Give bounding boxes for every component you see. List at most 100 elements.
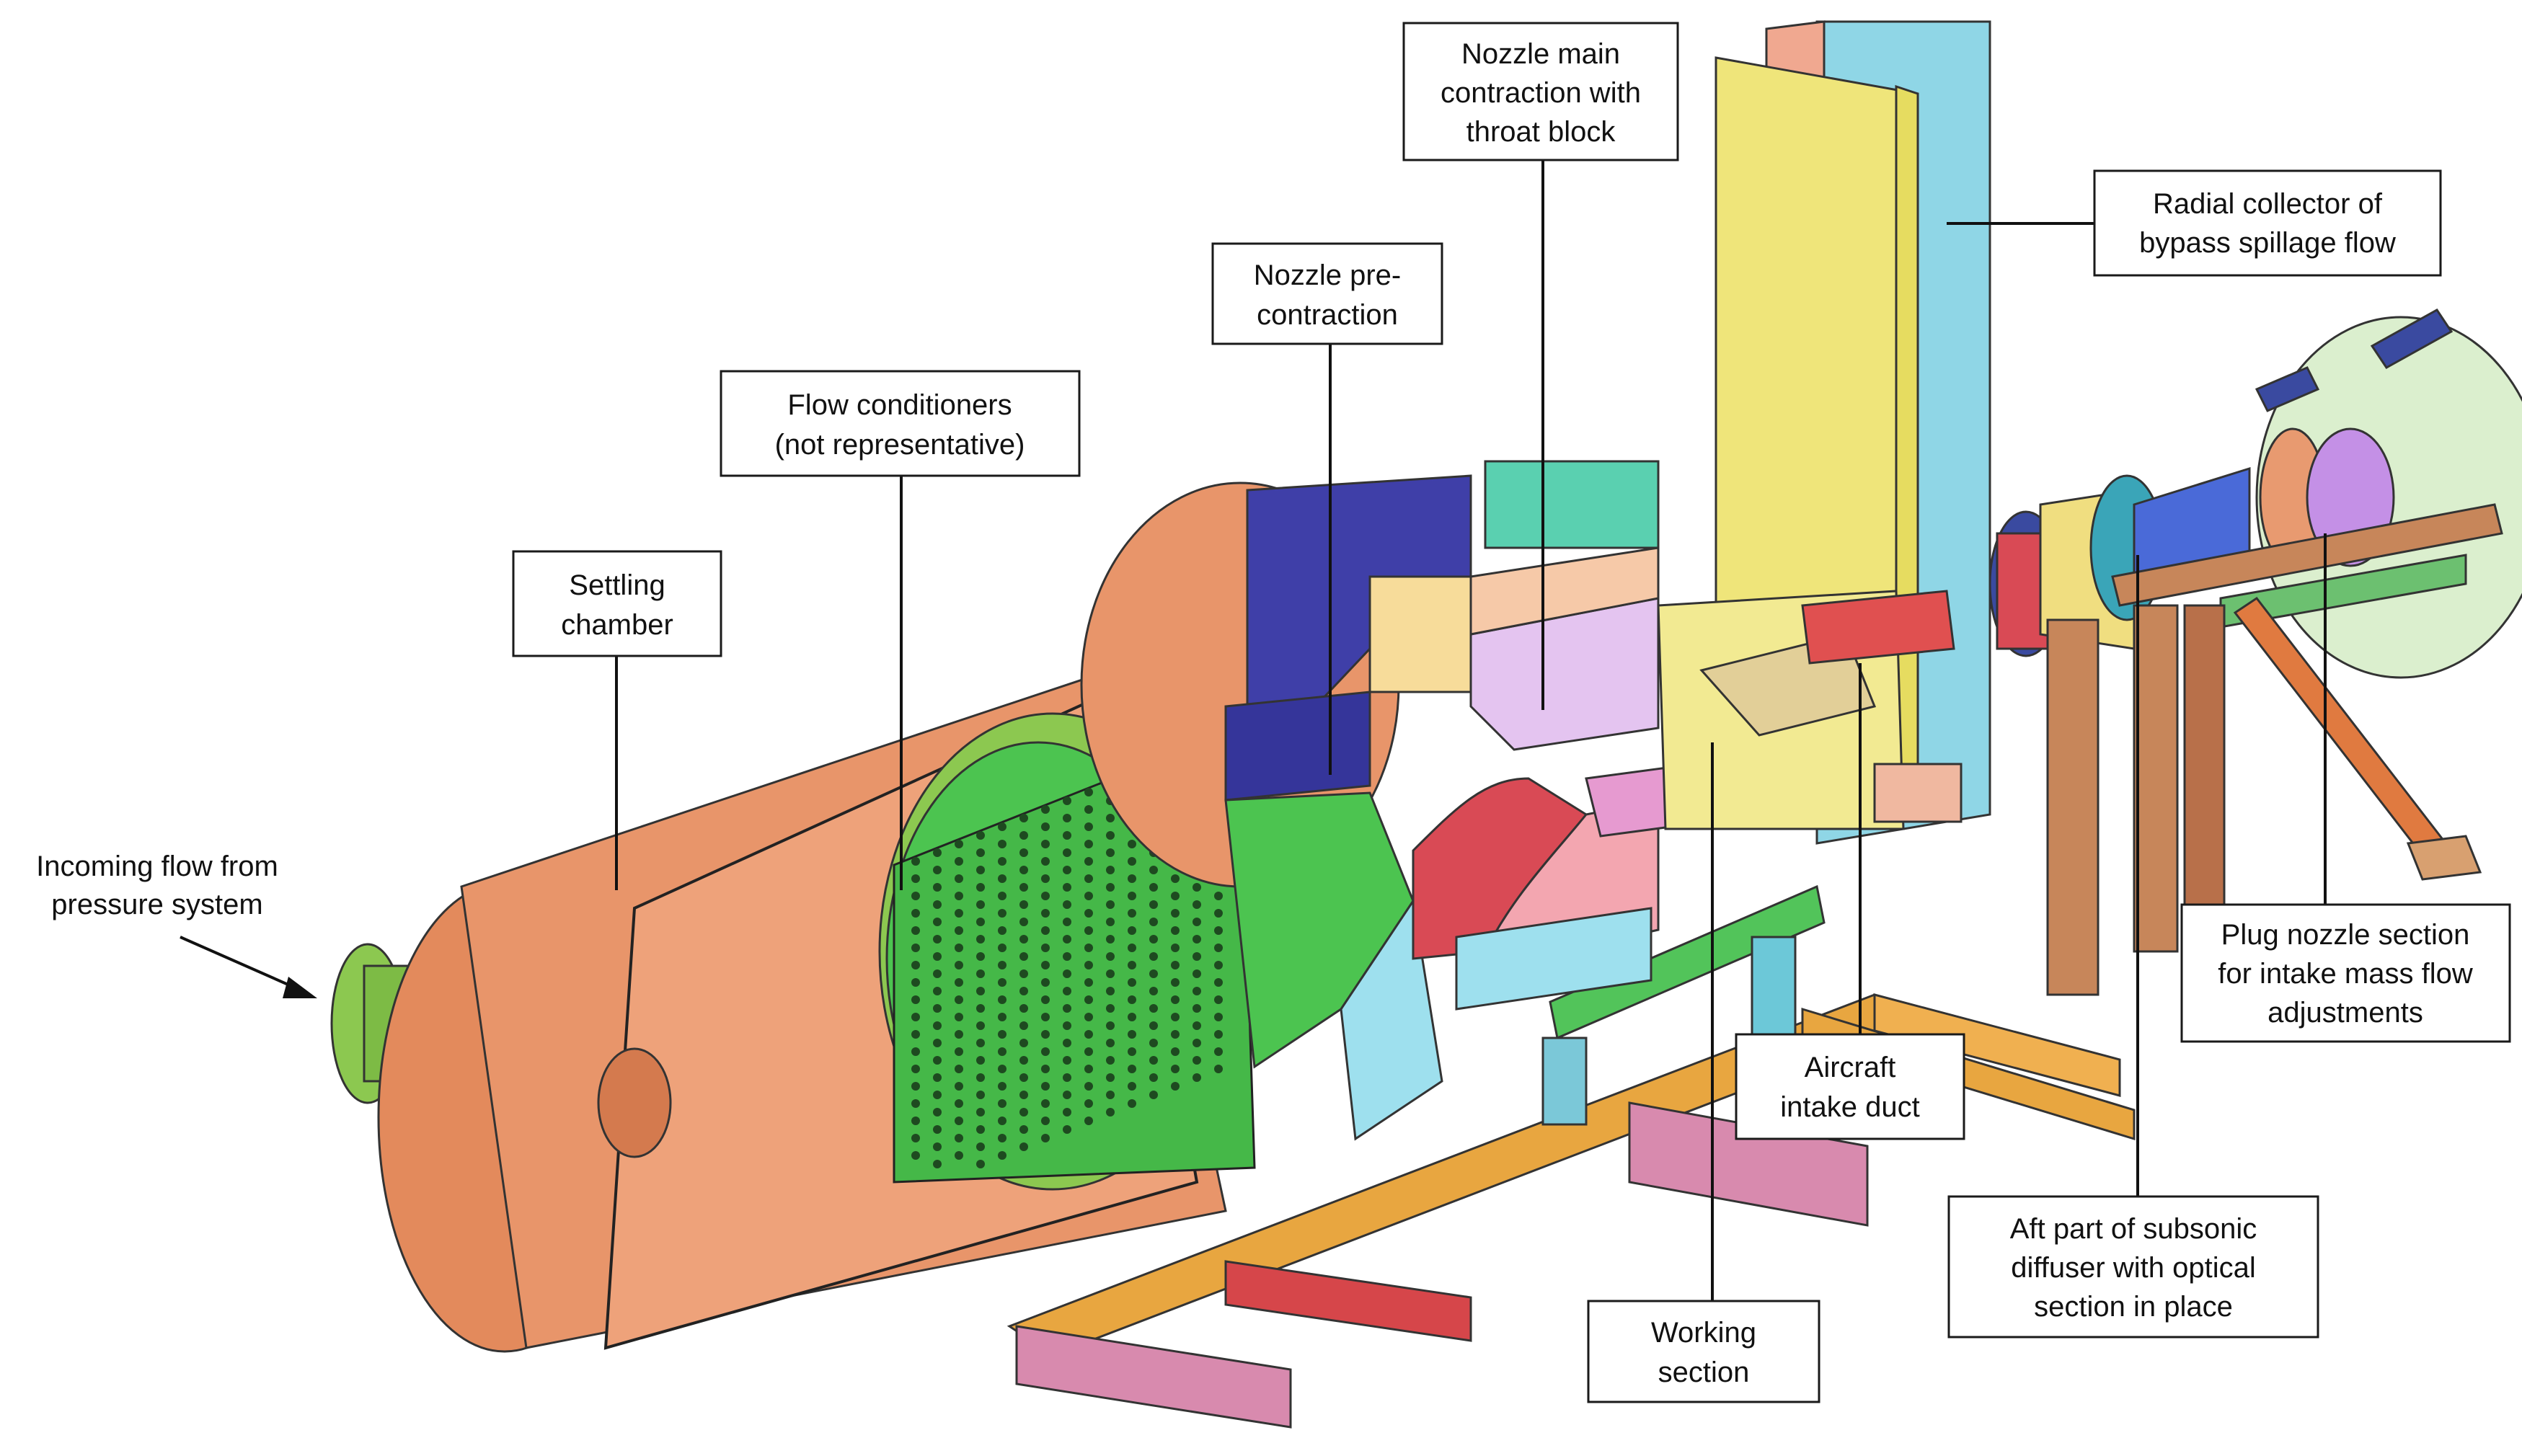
- perforation-hole: [1041, 944, 1050, 952]
- label-aft-diffuser-line-3: section in place: [2034, 1291, 2233, 1323]
- perforation-hole: [1019, 918, 1028, 926]
- frame-green-rail: [1549, 884, 1826, 1040]
- perforation-hole: [1128, 1030, 1136, 1039]
- perforation-hole: [998, 961, 1006, 969]
- perforation-hole: [1193, 883, 1201, 892]
- perforation-hole: [1063, 866, 1071, 874]
- perforation-hole: [1041, 892, 1050, 900]
- perforation-hole: [1063, 1108, 1071, 1117]
- perforation-hole: [998, 1099, 1006, 1108]
- perforation-hole: [1063, 1073, 1071, 1082]
- perforation-hole: [1063, 814, 1071, 822]
- perforation-hole: [1084, 788, 1093, 796]
- perforation-hole: [955, 1047, 963, 1056]
- perforation-hole: [1063, 900, 1071, 909]
- perforation-hole: [955, 909, 963, 918]
- perforation-hole: [998, 857, 1006, 866]
- label-working-section-line-2: section: [1658, 1357, 1750, 1388]
- perforation-hole: [1193, 987, 1201, 995]
- perforation-hole: [933, 1056, 942, 1065]
- perforation-hole: [998, 1030, 1006, 1039]
- perforation-hole: [1171, 892, 1180, 900]
- perforation-hole: [1063, 935, 1071, 944]
- perforation-hole: [955, 1082, 963, 1091]
- perforation-hole: [976, 1142, 985, 1151]
- perforation-hole: [1041, 1099, 1050, 1108]
- perforation-hole: [1128, 840, 1136, 848]
- perforation-hole: [976, 952, 985, 961]
- perforation-hole: [911, 892, 920, 900]
- perforation-hole: [933, 987, 942, 995]
- label-radial-collector-box: [2093, 169, 2442, 277]
- perforation-hole: [1128, 995, 1136, 1004]
- perforation-hole: [933, 1073, 942, 1082]
- perforation-hole: [1149, 900, 1158, 909]
- perforation-hole: [1084, 1082, 1093, 1091]
- perforation-hole: [1084, 840, 1093, 848]
- perforation-hole: [933, 952, 942, 961]
- perforation-hole: [1063, 1091, 1071, 1099]
- perforation-hole: [1214, 995, 1223, 1004]
- perforation-hole: [1063, 796, 1071, 805]
- perforation-hole: [1084, 961, 1093, 969]
- label-aft-diffuser-line-1: Aft part of subsonic: [2010, 1213, 2257, 1245]
- perforation-hole: [1041, 822, 1050, 831]
- perforation-hole: [998, 926, 1006, 935]
- perforation-hole: [998, 1082, 1006, 1091]
- perforation-hole: [1149, 1004, 1158, 1013]
- perforation-hole: [1149, 1073, 1158, 1082]
- frame-cross-pink-1: [1015, 1325, 1292, 1429]
- perforation-hole: [911, 874, 920, 883]
- perforation-hole: [1084, 1099, 1093, 1108]
- perforation-hole: [1214, 978, 1223, 987]
- perforation-hole: [933, 1160, 942, 1168]
- perforation-hole: [955, 1065, 963, 1073]
- perforation-hole: [1214, 944, 1223, 952]
- perforation-hole: [1041, 1030, 1050, 1039]
- perforation-hole: [911, 909, 920, 918]
- perforation-hole: [955, 1151, 963, 1160]
- stand-leg-3: [2183, 604, 2226, 924]
- perforation-hole: [1171, 909, 1180, 918]
- plug-blue-arc: [2370, 308, 2454, 369]
- perforation-hole: [933, 848, 942, 857]
- perforation-hole: [911, 1082, 920, 1091]
- perforation-hole: [955, 944, 963, 952]
- perforation-hole: [1019, 1004, 1028, 1013]
- perforation-hole: [998, 1013, 1006, 1021]
- perforation-hole: [1171, 1030, 1180, 1039]
- perforation-hole: [1193, 1004, 1201, 1013]
- perforation-hole: [1128, 892, 1136, 900]
- label-flow-conditioners: Flow conditioners (not representative): [720, 370, 1081, 477]
- label-plug-nozzle-line-1: Plug nozzle section: [2221, 919, 2470, 951]
- nozzle-pre-contraction-body: [1080, 460, 1660, 1141]
- stand-leg-1: [2046, 618, 2100, 996]
- perforation-hole: [1106, 1021, 1115, 1030]
- perforation-hole: [1214, 892, 1223, 900]
- perforation-hole: [1214, 1047, 1223, 1056]
- perforation-hole: [1063, 1125, 1071, 1134]
- perforation-hole: [976, 866, 985, 874]
- perforation-hole: [1041, 874, 1050, 883]
- perforation-hole: [1128, 857, 1136, 866]
- perforation-hole: [933, 1091, 942, 1099]
- perforation-hole: [1128, 1099, 1136, 1108]
- perforation-hole: [998, 978, 1006, 987]
- perforation-hole: [1084, 944, 1093, 952]
- label-settling-chamber-line-1: Settling: [569, 569, 665, 601]
- perforation-hole: [911, 1134, 920, 1142]
- perforation-hole: [998, 1151, 1006, 1160]
- support-frame: [1006, 884, 2136, 1429]
- perforation-hole: [911, 1013, 920, 1021]
- perforation-hole: [933, 1142, 942, 1151]
- label-settling-chamber-line-2: chamber: [561, 609, 673, 641]
- label-nozzle-pre-contraction-box: [1211, 242, 1443, 345]
- perforation-hole: [1171, 926, 1180, 935]
- perforation-hole: [1019, 900, 1028, 909]
- perforation-hole: [1063, 969, 1071, 978]
- perforation-hole: [1019, 1056, 1028, 1065]
- perforation-hole: [1019, 1021, 1028, 1030]
- perforation-hole: [1084, 1065, 1093, 1073]
- perforation-hole: [1106, 1073, 1115, 1082]
- perforation-hole: [1041, 961, 1050, 969]
